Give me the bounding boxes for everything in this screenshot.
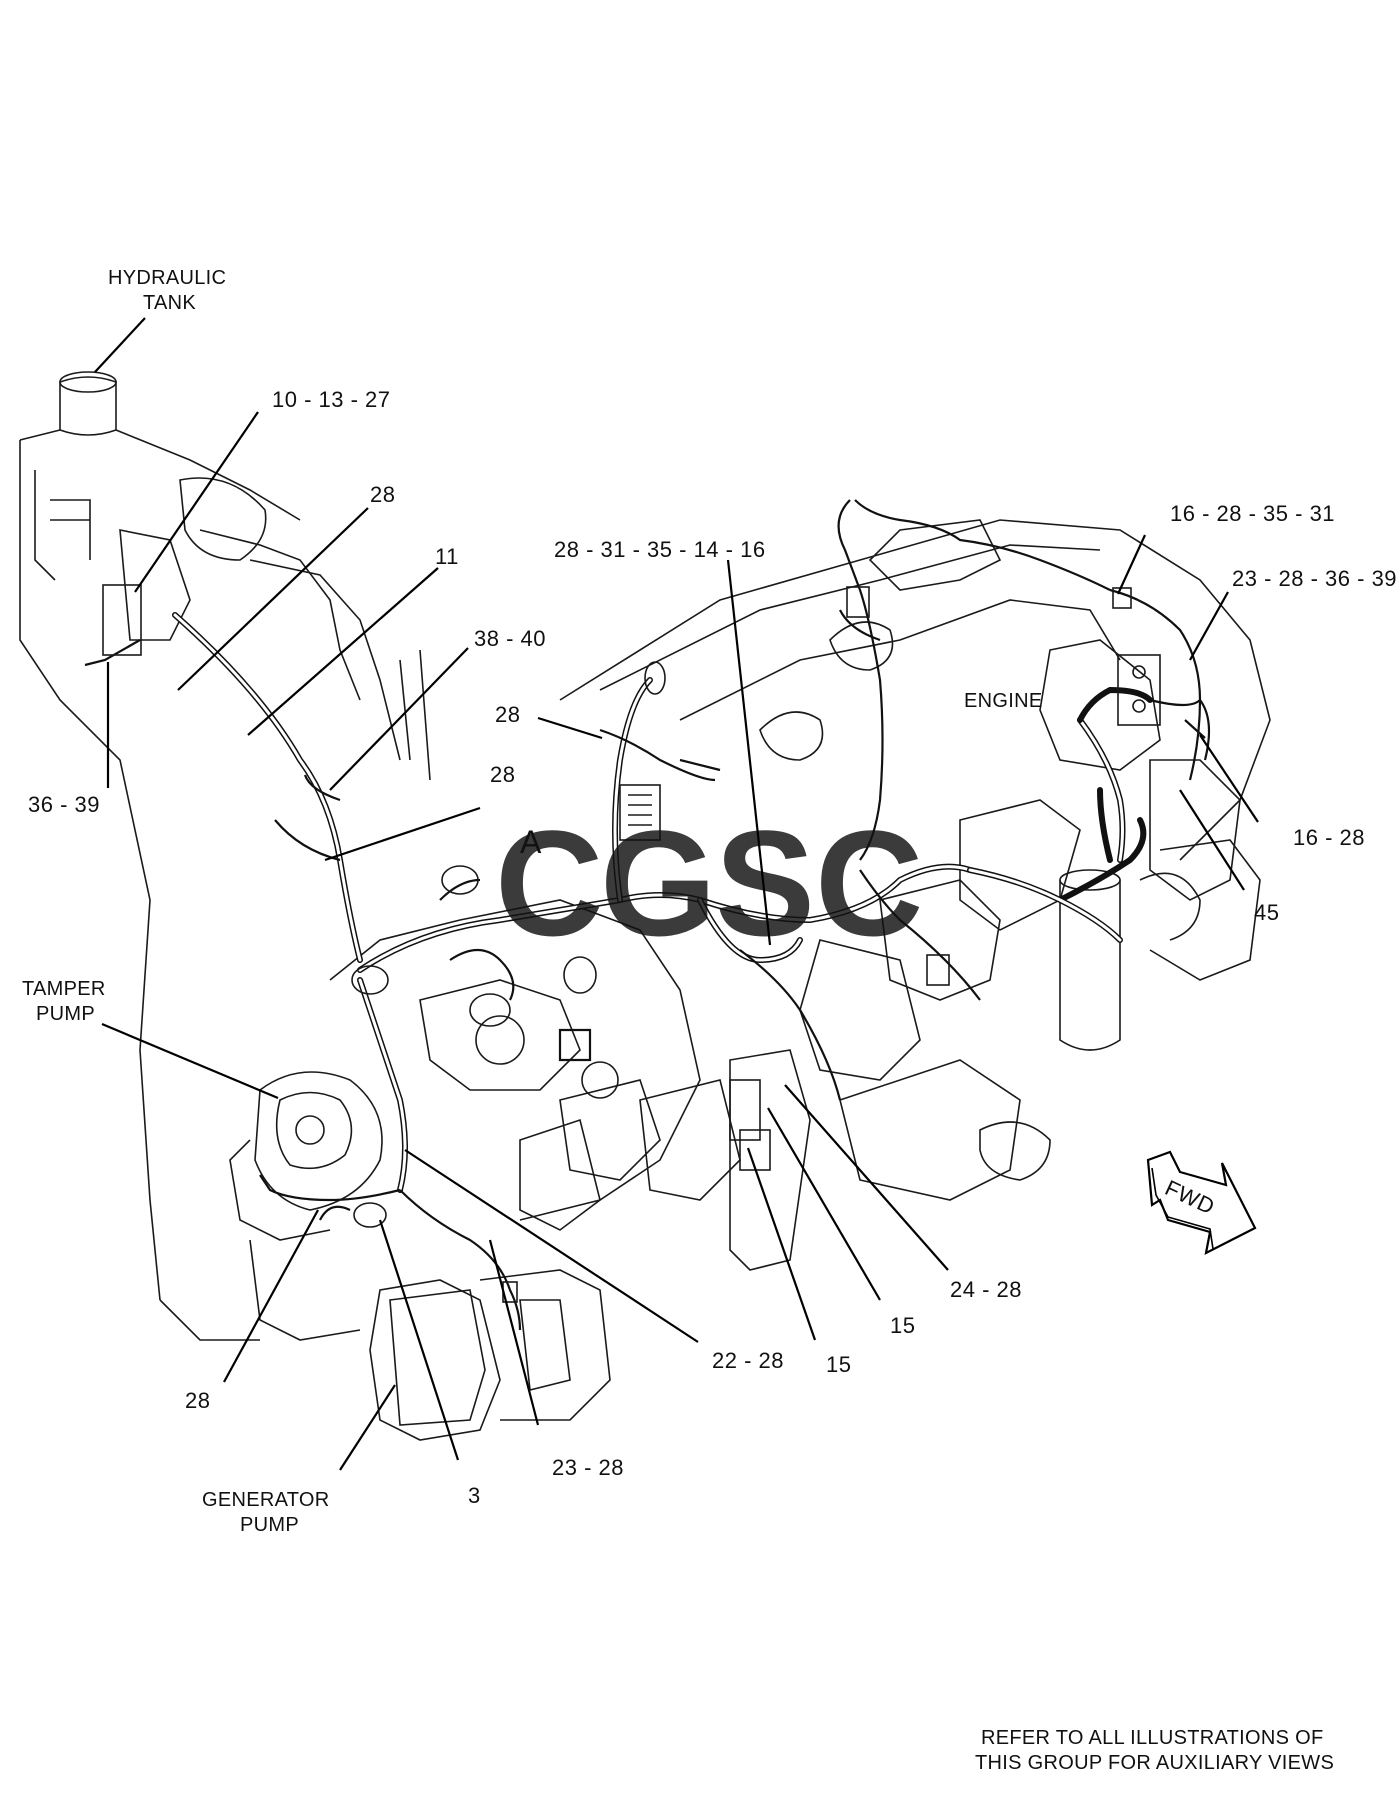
watermark-letter-s: S — [715, 799, 815, 967]
label-view-a: A — [520, 824, 542, 860]
callout-15-upper: 15 — [890, 1313, 915, 1338]
wiring-harness — [84, 499, 1211, 1331]
tank-switch — [102, 584, 142, 656]
callout-15-lower: 15 — [826, 1352, 851, 1377]
callout-28-engine: 28 — [495, 702, 520, 727]
callout-28-31-35-14-16: 28 - 31 - 35 - 14 - 16 — [554, 537, 766, 562]
callout-28-mid: 28 — [490, 762, 515, 787]
callout-24-28: 24 - 28 — [950, 1277, 1022, 1302]
label-tamper-pump-2: PUMP — [36, 1003, 95, 1025]
callout-23-28: 23 - 28 — [552, 1455, 624, 1480]
label-tamper-pump-1: TAMPER — [22, 978, 106, 1000]
callout-38-40: 38 - 40 — [474, 626, 546, 651]
engine-line-art — [19, 371, 1271, 1441]
callout-28-lower: 28 — [185, 1388, 210, 1413]
callout-36-39: 36 - 39 — [28, 792, 100, 817]
footer-note-line-2: THIS GROUP FOR AUXILIARY VIEWS — [975, 1752, 1334, 1774]
callout-22-28: 22 - 28 — [712, 1348, 784, 1373]
callout-16-28: 16 - 28 — [1293, 825, 1365, 850]
callout-23-28-36-39: 23 - 28 - 36 - 39 — [1232, 566, 1397, 591]
watermark-letter-g: G — [600, 799, 717, 967]
callout-labels: HYDRAULIC TANK 10 - 13 - 27 28 11 38 - 4… — [22, 267, 1397, 1774]
footer-note-line-1: REFER TO ALL ILLUSTRATIONS OF — [981, 1727, 1324, 1749]
callout-11: 11 — [435, 544, 459, 569]
label-generator-pump-2: PUMP — [240, 1514, 299, 1536]
label-hydraulic-tank-2: TANK — [143, 292, 196, 314]
watermark: C G S C — [495, 799, 923, 967]
watermark-letter-c1: C — [495, 799, 603, 967]
callout-28-top: 28 — [370, 482, 395, 507]
forward-arrow-icon: FWD — [1146, 1150, 1257, 1256]
label-engine: ENGINE — [964, 690, 1042, 712]
callout-16-28-35-31: 16 - 28 - 35 - 31 — [1170, 501, 1335, 526]
callout-10-13-27: 10 - 13 - 27 — [272, 387, 391, 412]
label-generator-pump-1: GENERATOR — [202, 1489, 330, 1511]
label-hydraulic-tank-1: HYDRAULIC — [108, 267, 226, 289]
callout-45: 45 — [1254, 900, 1279, 925]
callout-3: 3 — [468, 1483, 481, 1508]
watermark-letter-c2: C — [815, 799, 923, 967]
leader-lines — [94, 317, 1259, 1471]
